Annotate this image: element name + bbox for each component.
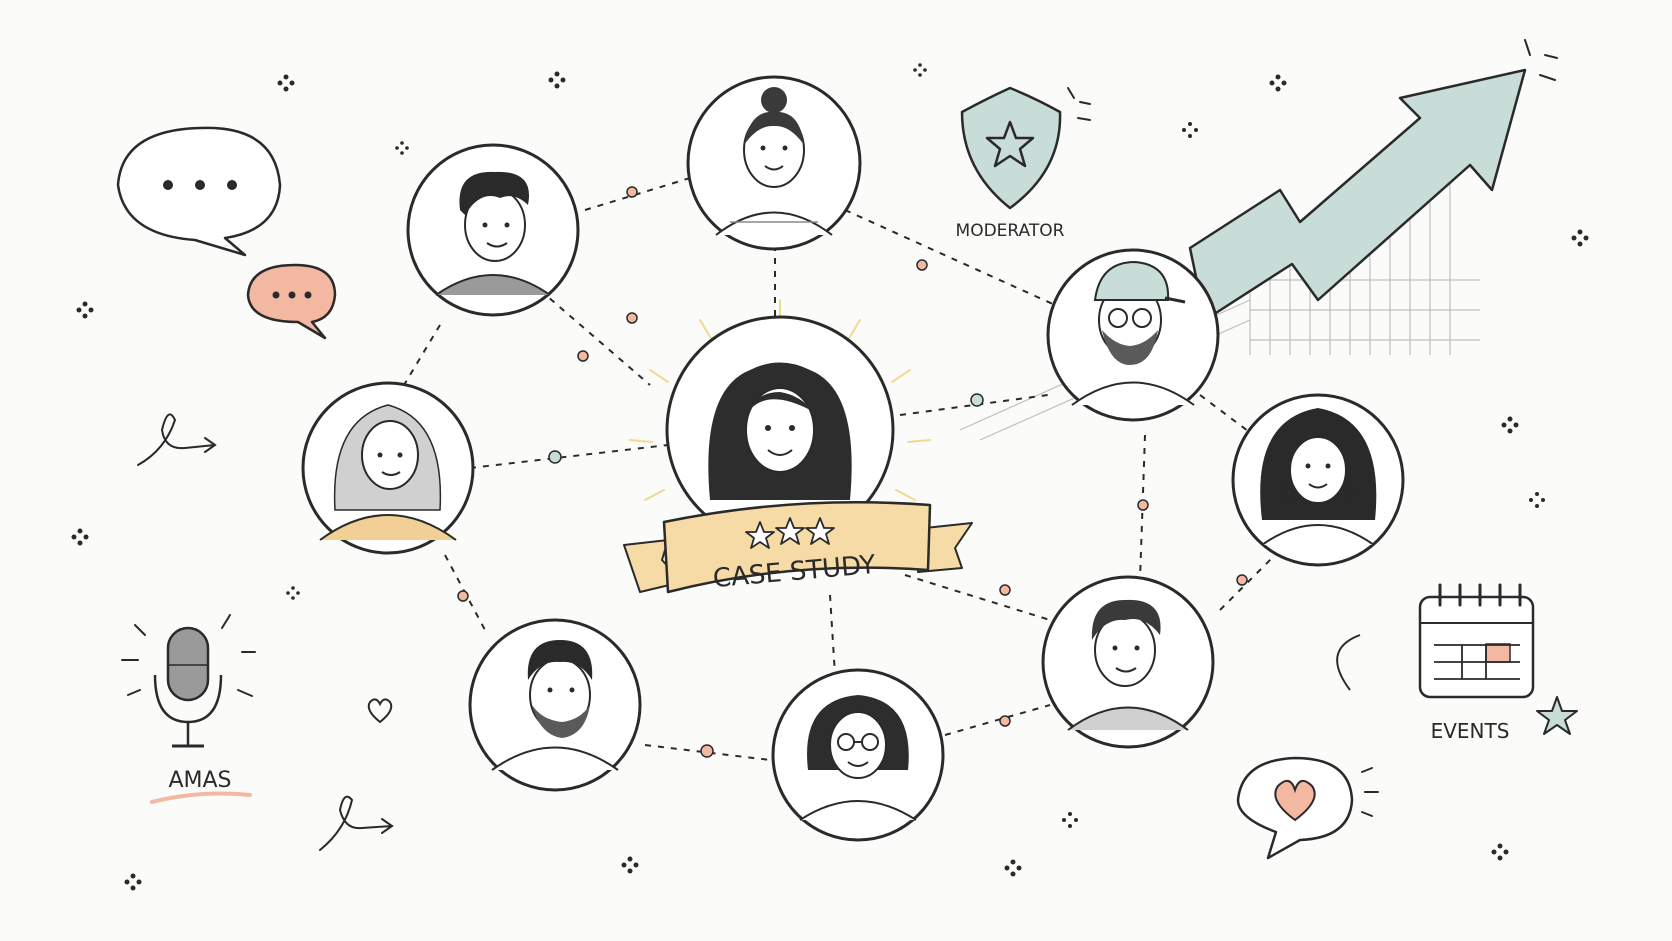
member-far-right	[1231, 393, 1405, 567]
member-left	[301, 381, 475, 555]
heart-bubble-icon	[1236, 756, 1379, 860]
star-icon	[745, 517, 835, 549]
member-bottom-left	[468, 618, 642, 792]
star-icon	[1536, 696, 1578, 735]
member-right-cap	[1046, 248, 1220, 422]
member-bottom-right	[1041, 575, 1215, 749]
speech-bubble-icon	[116, 126, 282, 257]
case-study-banner: CASE STUDY	[623, 501, 973, 594]
sparkle-dots	[71, 63, 1589, 891]
events-label: EVENTS	[1431, 719, 1510, 743]
calendar-icon	[1418, 583, 1535, 699]
microphone-icon	[121, 614, 256, 748]
growth-arrow-icon	[959, 39, 1558, 441]
member-top-left	[406, 143, 580, 317]
member-center	[629, 299, 931, 545]
network-nodes	[457, 186, 1248, 758]
amas-underline	[150, 791, 252, 804]
amas-label: AMAS	[168, 768, 231, 793]
curved-arrow-icon	[1336, 634, 1361, 691]
heart-icon	[367, 698, 393, 724]
moderator-shield-icon	[960, 86, 1091, 210]
squiggle-arrow-icon	[137, 413, 394, 851]
moderator-label: MODERATOR	[956, 221, 1065, 241]
member-top	[686, 75, 862, 251]
speech-bubble-icon	[246, 263, 337, 340]
member-bottom	[771, 668, 945, 842]
